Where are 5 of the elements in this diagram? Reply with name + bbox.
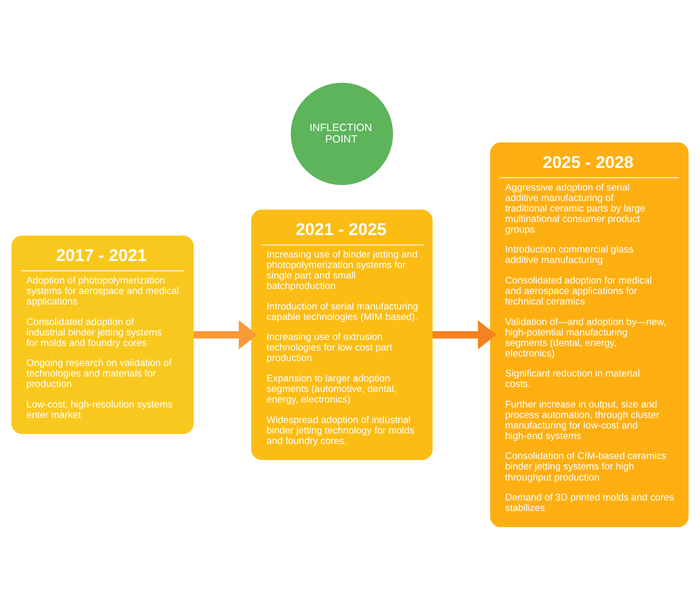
arrow	[194, 320, 258, 349]
arrow	[432, 320, 496, 349]
node-box: 2017 - 2021 Adoption of photopolymerization systems for aerospace and medical applications Consolidated adoption of industrial binder jetting systems for molds and foundry cores Ongoing research on validation of technologies and materials for production Low-cost, high-resolution systems enter market	[11, 235, 194, 434]
node-box: 2025 - 2028 Aggressive adoption of serial additive manufacturing of traditional ceramic parts by large multinational consumer product groups. Introduction commercial glass additive manufacturing Consolidated adoption for medical and aerospace applications for technical ceramics Validation of—and adoption by—new, high-potential manufacturing segments (dental, energy, electronics) Significant reduction in material costs. Further increase in output, size and process automation, through cluster manufacturing for low-cost and high-end systems Consolidation of CIM-based ceramics binder jetting systems for high throughput production Demand of 3D printed molds and cores stabilizes	[490, 142, 689, 527]
node-box: 2021 - 2025 Increasing use of binder jetting and photopolymerization systems for single part and small batchproduction Introduction of serial manufacturing capable technologies (MIM based). Increasing use of extrusion technologies for low cost part production Expansion to larger adoption segments (automotive, dental, energy, electronics) Widespread adoption of industrial binder jetting technology for molds and foundry cores.	[251, 209, 433, 460]
